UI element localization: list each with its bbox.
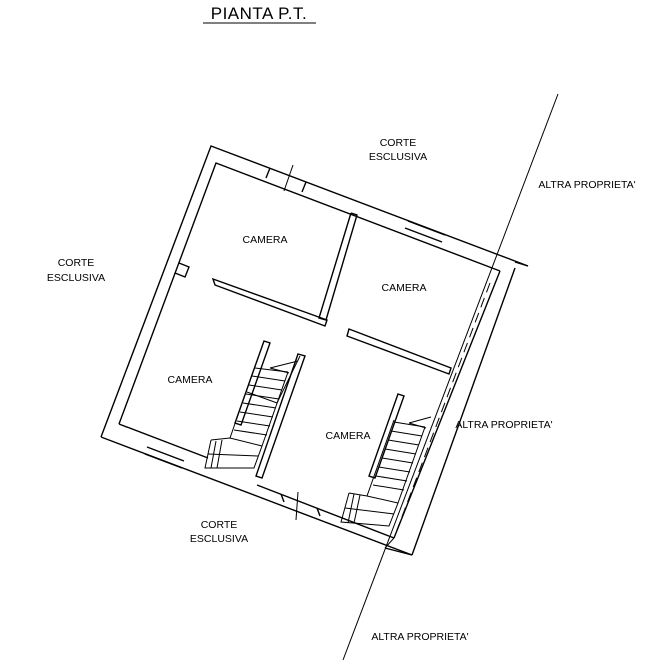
stair-west-arrow-a bbox=[269, 367, 290, 374]
stair-east-landing bbox=[340, 492, 399, 527]
label-corte-top-line1: CORTE bbox=[380, 137, 417, 149]
label-corte-left-line1: CORTE bbox=[58, 257, 95, 269]
window-south-west-2 bbox=[144, 453, 183, 469]
door-jamb-north-1 bbox=[265, 167, 271, 179]
inner-wall-east bbox=[393, 270, 501, 539]
stair-west-tread-4 bbox=[245, 393, 280, 400]
partition-east-horizontal bbox=[346, 328, 452, 375]
window-north-east-1 bbox=[407, 220, 446, 236]
stair-west-landing-step-3 bbox=[207, 453, 259, 457]
inner-wall-south-a bbox=[118, 423, 209, 459]
stair-west-tread-2 bbox=[251, 375, 286, 382]
label-corte-left-line2: ESCLUSIVA bbox=[47, 272, 105, 284]
door-jamb-north-2 bbox=[301, 181, 307, 193]
partition-north-middle bbox=[318, 212, 358, 321]
label-altra-proprieta-bottom: ALTRA PROPRIETA' bbox=[371, 631, 468, 643]
stair-west-edge-left bbox=[229, 365, 256, 439]
room-label-camera-ne: CAMERA bbox=[382, 282, 427, 294]
stair-east-tread-5 bbox=[381, 457, 414, 464]
staircase-west bbox=[204, 355, 301, 469]
plan-title: PIANTA P.T. bbox=[203, 4, 316, 24]
stair-west-tread-6 bbox=[239, 411, 274, 418]
south-east-corner-line bbox=[384, 537, 395, 549]
stair-west-landing bbox=[204, 437, 263, 469]
outer-wall-north-west bbox=[100, 145, 529, 438]
inner-wall-north-west bbox=[118, 162, 501, 425]
stair-east-tread-8 bbox=[372, 484, 405, 491]
stair-wall-east bbox=[368, 393, 405, 479]
east-wall-cap bbox=[514, 261, 529, 267]
door-leaf-north bbox=[283, 164, 294, 192]
stair-east-tread-7 bbox=[375, 475, 408, 482]
room-label-camera-sw: CAMERA bbox=[168, 374, 213, 386]
door-leaf-south bbox=[295, 491, 299, 521]
stair-east-tread-2 bbox=[390, 430, 423, 437]
stair-east-tread-3 bbox=[387, 439, 420, 446]
stair-east-landing-step-3 bbox=[344, 507, 395, 515]
site-labels: CORTE ESCLUSIVA CORTE ESCLUSIVA CORTE ES… bbox=[47, 137, 636, 643]
inner-wall-south-b bbox=[256, 484, 395, 539]
east-wall-hidden-line bbox=[396, 282, 491, 531]
window-north-east-2 bbox=[404, 227, 443, 243]
room-label-camera-nw: CAMERA bbox=[243, 234, 288, 246]
stair-west-tread-8 bbox=[233, 429, 268, 436]
label-corte-bottom-line2: ESCLUSIVA bbox=[190, 533, 248, 545]
door-jamb-south-1 bbox=[280, 493, 285, 503]
stair-west-tread-3 bbox=[248, 384, 283, 391]
staircase-east bbox=[340, 416, 432, 527]
stair-west-tread-5 bbox=[242, 402, 277, 409]
openings bbox=[144, 164, 446, 556]
exterior-walls bbox=[100, 145, 529, 556]
stair-east-tread-4 bbox=[384, 448, 417, 455]
room-labels: CAMERA CAMERA CAMERA CAMERA bbox=[168, 234, 427, 442]
west-wall-niche bbox=[174, 262, 190, 278]
stair-east-arrow-b bbox=[408, 416, 432, 424]
label-corte-top-line2: ESCLUSIVA bbox=[369, 151, 427, 163]
label-corte-bottom-line1: CORTE bbox=[201, 519, 238, 531]
partition-west-horizontal bbox=[211, 277, 328, 327]
partition-south-middle bbox=[255, 353, 306, 479]
label-altra-proprieta-middle: ALTRA PROPRIETA' bbox=[455, 419, 552, 431]
property-boundary-line bbox=[342, 93, 559, 661]
stair-east-arrow-a bbox=[408, 422, 427, 429]
label-altra-proprieta-top: ALTRA PROPRIETA' bbox=[538, 179, 635, 191]
plan-title-text: PIANTA P.T. bbox=[211, 4, 308, 23]
stair-west-edge-right bbox=[261, 371, 289, 447]
stair-east-edge-left bbox=[366, 419, 395, 497]
south-east-closing bbox=[384, 547, 413, 556]
room-label-camera-se: CAMERA bbox=[326, 430, 371, 442]
stair-east-tread-6 bbox=[378, 466, 411, 473]
door-jamb-south-2 bbox=[316, 507, 321, 517]
window-south-west-1 bbox=[146, 446, 185, 462]
outer-wall-east bbox=[411, 267, 516, 556]
stair-west-tread-7 bbox=[236, 420, 271, 427]
stair-east-edge-right bbox=[397, 426, 426, 504]
stair-west-arrow-b bbox=[269, 360, 299, 369]
